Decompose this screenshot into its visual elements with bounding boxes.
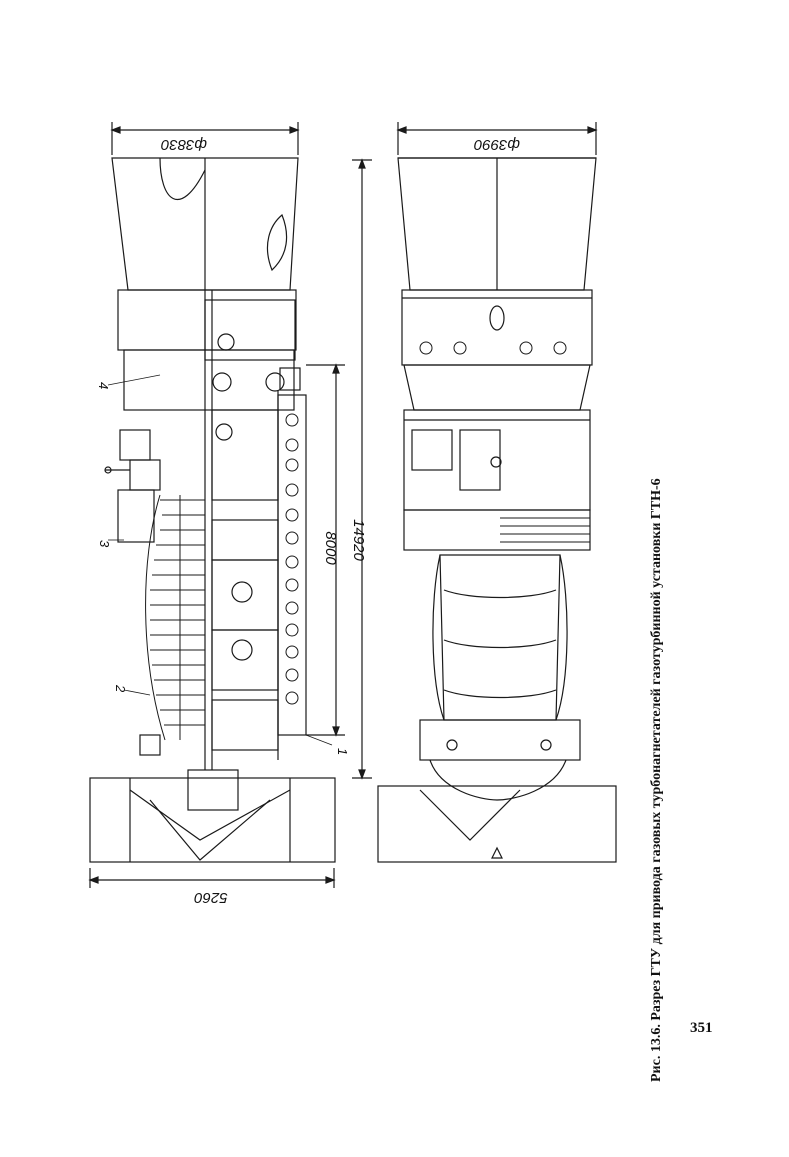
callout-3: 3: [97, 540, 112, 548]
dim-total-height: 14920: [350, 519, 367, 561]
callout-2: 2: [113, 684, 128, 693]
right-exterior-view: ф3990: [378, 122, 616, 862]
dim-base-width: 5260: [194, 889, 228, 906]
callout-4: 4: [96, 382, 111, 389]
dim-lower-height: 8000: [322, 531, 339, 565]
figure-caption: Рис. 13.6. Разрез ГТУ для привода газовы…: [649, 162, 665, 1082]
left-section-view: ф3830: [90, 122, 372, 906]
callout-1: 1: [335, 748, 350, 755]
dim-inlet-left: ф3830: [160, 136, 207, 153]
page-number: 351: [690, 1020, 713, 1037]
dim-inlet-right: ф3990: [473, 136, 520, 153]
